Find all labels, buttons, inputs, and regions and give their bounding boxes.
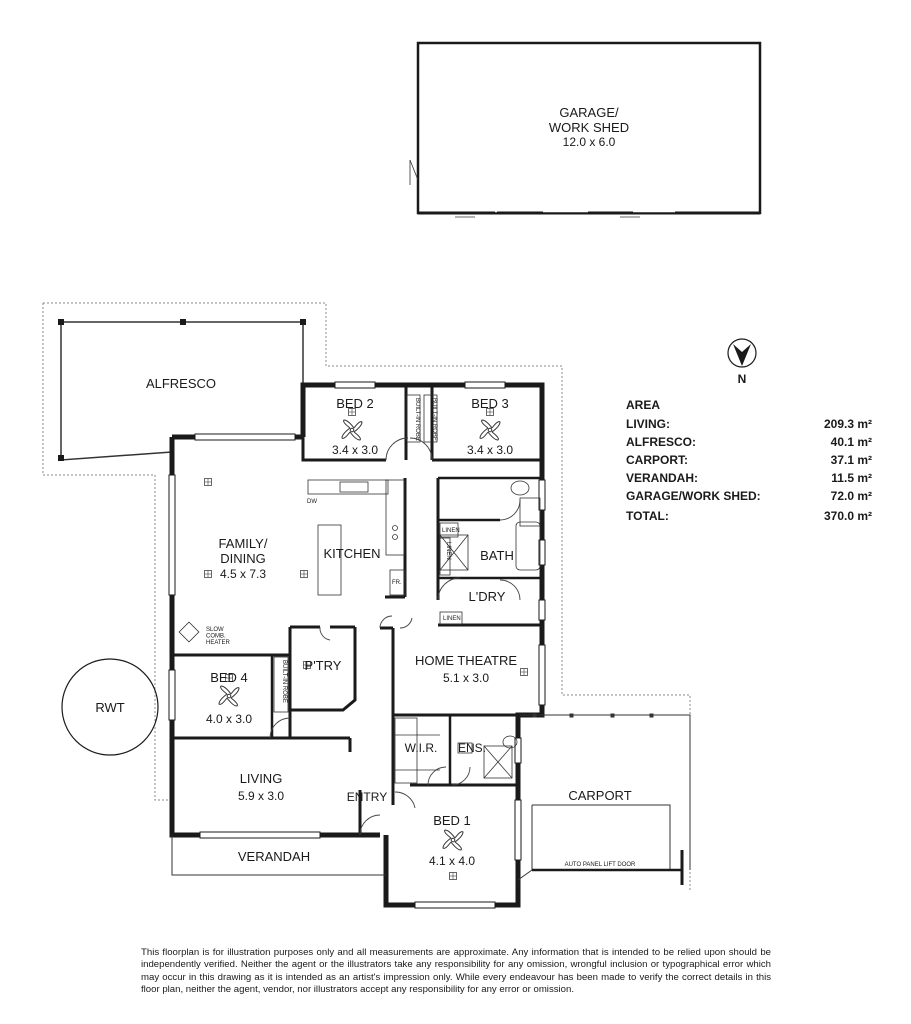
bed1-dims: 4.1 x 4.0	[429, 854, 475, 868]
verandah-label: VERANDAH	[238, 849, 310, 864]
heater-label-line3: HEATER	[206, 640, 231, 646]
linen-label-laundry: LINEN	[443, 616, 461, 622]
area-title: AREA	[626, 398, 661, 412]
fr-label: FR.	[392, 580, 402, 586]
area-row-name: CARPORT:	[626, 453, 688, 467]
area-row-value: 37.1 m²	[830, 453, 872, 467]
alfresco-label: ALFRESCO	[146, 376, 216, 391]
rwt-label: RWT	[95, 700, 124, 715]
family-label: FAMILY/DINING	[219, 536, 268, 566]
area-row-value: 40.1 m²	[830, 435, 872, 449]
bed3-dims: 3.4 x 3.0	[467, 443, 513, 457]
family-label-line1: FAMILY/	[219, 536, 268, 551]
robe-label-bed3: BUILT-IN ROBE	[431, 398, 437, 441]
heater-label-line2: COMB.	[206, 634, 226, 640]
area-row: CARPORT: 37.1 m²	[626, 451, 872, 469]
area-row: VERANDAH: 11.5 m²	[626, 469, 872, 487]
verandah	[171, 835, 386, 876]
bed1-label: BED 1	[433, 813, 471, 828]
room-labels: BED 2 3.4 x 3.0 BED 3 3.4 x 3.0 FAMILY/D…	[206, 396, 632, 868]
linen-label-bath: LINEN	[442, 528, 460, 534]
area-row: LIVING: 209.3 m²	[626, 415, 872, 433]
area-row: ALFRESCO: 40.1 m²	[626, 433, 872, 451]
garage-label: GARAGE/WORK SHED	[549, 105, 629, 135]
garage-label-line2: WORK SHED	[549, 120, 629, 135]
carport-label: CARPORT	[568, 788, 631, 803]
bed3-label: BED 3	[471, 396, 509, 411]
living-label: LIVING	[240, 771, 283, 786]
bed4-label: BED 4	[210, 670, 248, 685]
area-row-value: 11.5 m²	[831, 471, 872, 485]
carport	[517, 713, 691, 885]
ens-label: ENS.	[458, 741, 486, 755]
family-dims: 4.5 x 7.3	[220, 567, 266, 581]
garage-dims: 12.0 x 6.0	[563, 135, 616, 149]
area-row: GARAGE/WORK SHED: 72.0 m²	[626, 487, 872, 505]
area-total-row: TOTAL: 370.0 m²	[626, 507, 872, 525]
home-theatre-label: HOME THEATRE	[415, 653, 517, 668]
garage-shed: GARAGE/WORK SHED 12.0 x 6.0	[409, 41, 762, 218]
bed2-dims: 3.4 x 3.0	[332, 443, 378, 457]
fixtures	[178, 394, 541, 784]
area-row-name: VERANDAH:	[626, 471, 698, 485]
area-row-value: 209.3 m²	[823, 417, 872, 431]
bath-label: BATH	[480, 548, 514, 563]
property-outline	[42, 302, 691, 890]
alfresco: ALFRESCO	[58, 319, 306, 461]
bed4-dims: 4.0 x 3.0	[206, 712, 252, 726]
robe-label-bed4: BUILT-IN ROBE	[281, 660, 287, 703]
door-swings	[269, 437, 521, 836]
fixture-labels: BUILT-IN ROBE BUILT-IN ROBE BUILT-IN ROB…	[206, 398, 636, 868]
north-label: N	[738, 372, 747, 386]
area-row-name: LIVING:	[626, 417, 670, 431]
disclaimer: This floorplan is for illustration purpo…	[141, 947, 771, 995]
dw-label: DW	[307, 499, 317, 505]
wir-label: W.I.R.	[405, 741, 438, 755]
rwt-tank	[61, 658, 159, 756]
home-theatre-dims: 5.1 x 3.0	[443, 671, 489, 685]
laundry-label: L'DRY	[469, 589, 506, 604]
area-total-value: 370.0 m²	[823, 509, 872, 523]
garage-label-line1: GARAGE/	[559, 105, 619, 120]
heater-label-line1: SLOW	[206, 627, 224, 633]
area-row-value: 72.0 m²	[830, 489, 872, 503]
family-label-line2: DINING	[220, 551, 266, 566]
lift-door-label: AUTO PANEL LIFT DOOR	[565, 862, 636, 868]
living-dims: 5.9 x 3.0	[238, 789, 284, 803]
area-row-name: GARAGE/WORK SHED:	[626, 489, 761, 503]
area-row-name: ALFRESCO:	[626, 435, 696, 449]
area-total-name: TOTAL:	[626, 509, 669, 523]
kitchen-label: KITCHEN	[323, 546, 380, 561]
entry-label: ENTRY	[347, 790, 387, 804]
robe-label-bed2: BUILT-IN ROBE	[414, 398, 420, 441]
area-table: AREA LIVING: 209.3 m² ALFRESCO: 40.1 m² CARP…	[626, 398, 872, 525]
linen-label-side: LINEN	[445, 542, 451, 560]
area-rows: LIVING: 209.3 m² ALFRESCO: 40.1 m² CARPORT: 3…	[626, 415, 872, 505]
north-arrow: N	[727, 338, 757, 386]
windows	[168, 381, 546, 909]
bed2-label: BED 2	[336, 396, 374, 411]
pantry-label: P'TRY	[305, 658, 342, 673]
